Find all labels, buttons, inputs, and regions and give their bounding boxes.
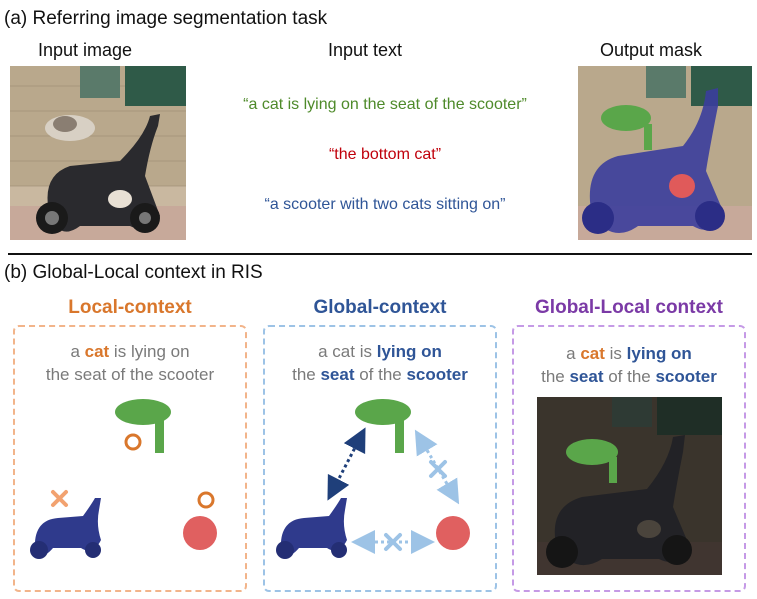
section-b-title: (b) Global-Local context in RIS	[4, 262, 263, 283]
global-context-graphic	[276, 399, 470, 559]
local-context-panel	[13, 325, 247, 592]
global-local-result-photo	[537, 397, 722, 575]
global-local-context-sentence: a cat is lying on the seat of the scoote…	[541, 344, 717, 386]
global-context-sentence: a cat is lying on the seat of the scoote…	[292, 342, 468, 384]
phrase-red: “the bottom cat”	[328, 146, 442, 163]
section-a-title: (a) Referring image segmentation task	[4, 8, 328, 29]
input-scooter-photo	[10, 66, 186, 240]
local-context-title: Local-context	[68, 297, 192, 318]
bottom-cat-mask	[436, 516, 470, 550]
global-local-context-panel	[512, 325, 746, 592]
input-image-label: Input image	[38, 40, 133, 60]
input-text-label: Input text	[328, 40, 403, 60]
local-context-sentence: a cat is lying on the seat of the scoote…	[45, 342, 215, 384]
phrase-blue: “a scooter with two cats sitting on”	[264, 196, 506, 213]
scooter-mask	[280, 498, 347, 556]
circle-mark	[197, 491, 215, 509]
global-local-context-title: Global-Local context	[535, 297, 723, 318]
circle-mark	[124, 433, 142, 451]
cross-mark	[384, 533, 402, 551]
output-mask-photo	[578, 66, 752, 240]
global-context-panel	[263, 325, 497, 592]
global-context-title: Global-context	[313, 297, 447, 318]
cross-mark	[51, 490, 68, 507]
section-divider	[8, 253, 752, 255]
cross-mark	[429, 460, 447, 478]
scooter-mask	[34, 498, 101, 556]
local-context-graphic	[30, 399, 217, 559]
double-arrow	[327, 427, 366, 501]
phrase-green: “a cat is lying on the seat of the scoot…	[243, 96, 527, 113]
output-mask-label: Output mask	[600, 40, 703, 60]
cat-mask	[115, 399, 171, 453]
bottom-cat-mask	[183, 516, 217, 550]
cat-mask	[355, 399, 411, 453]
